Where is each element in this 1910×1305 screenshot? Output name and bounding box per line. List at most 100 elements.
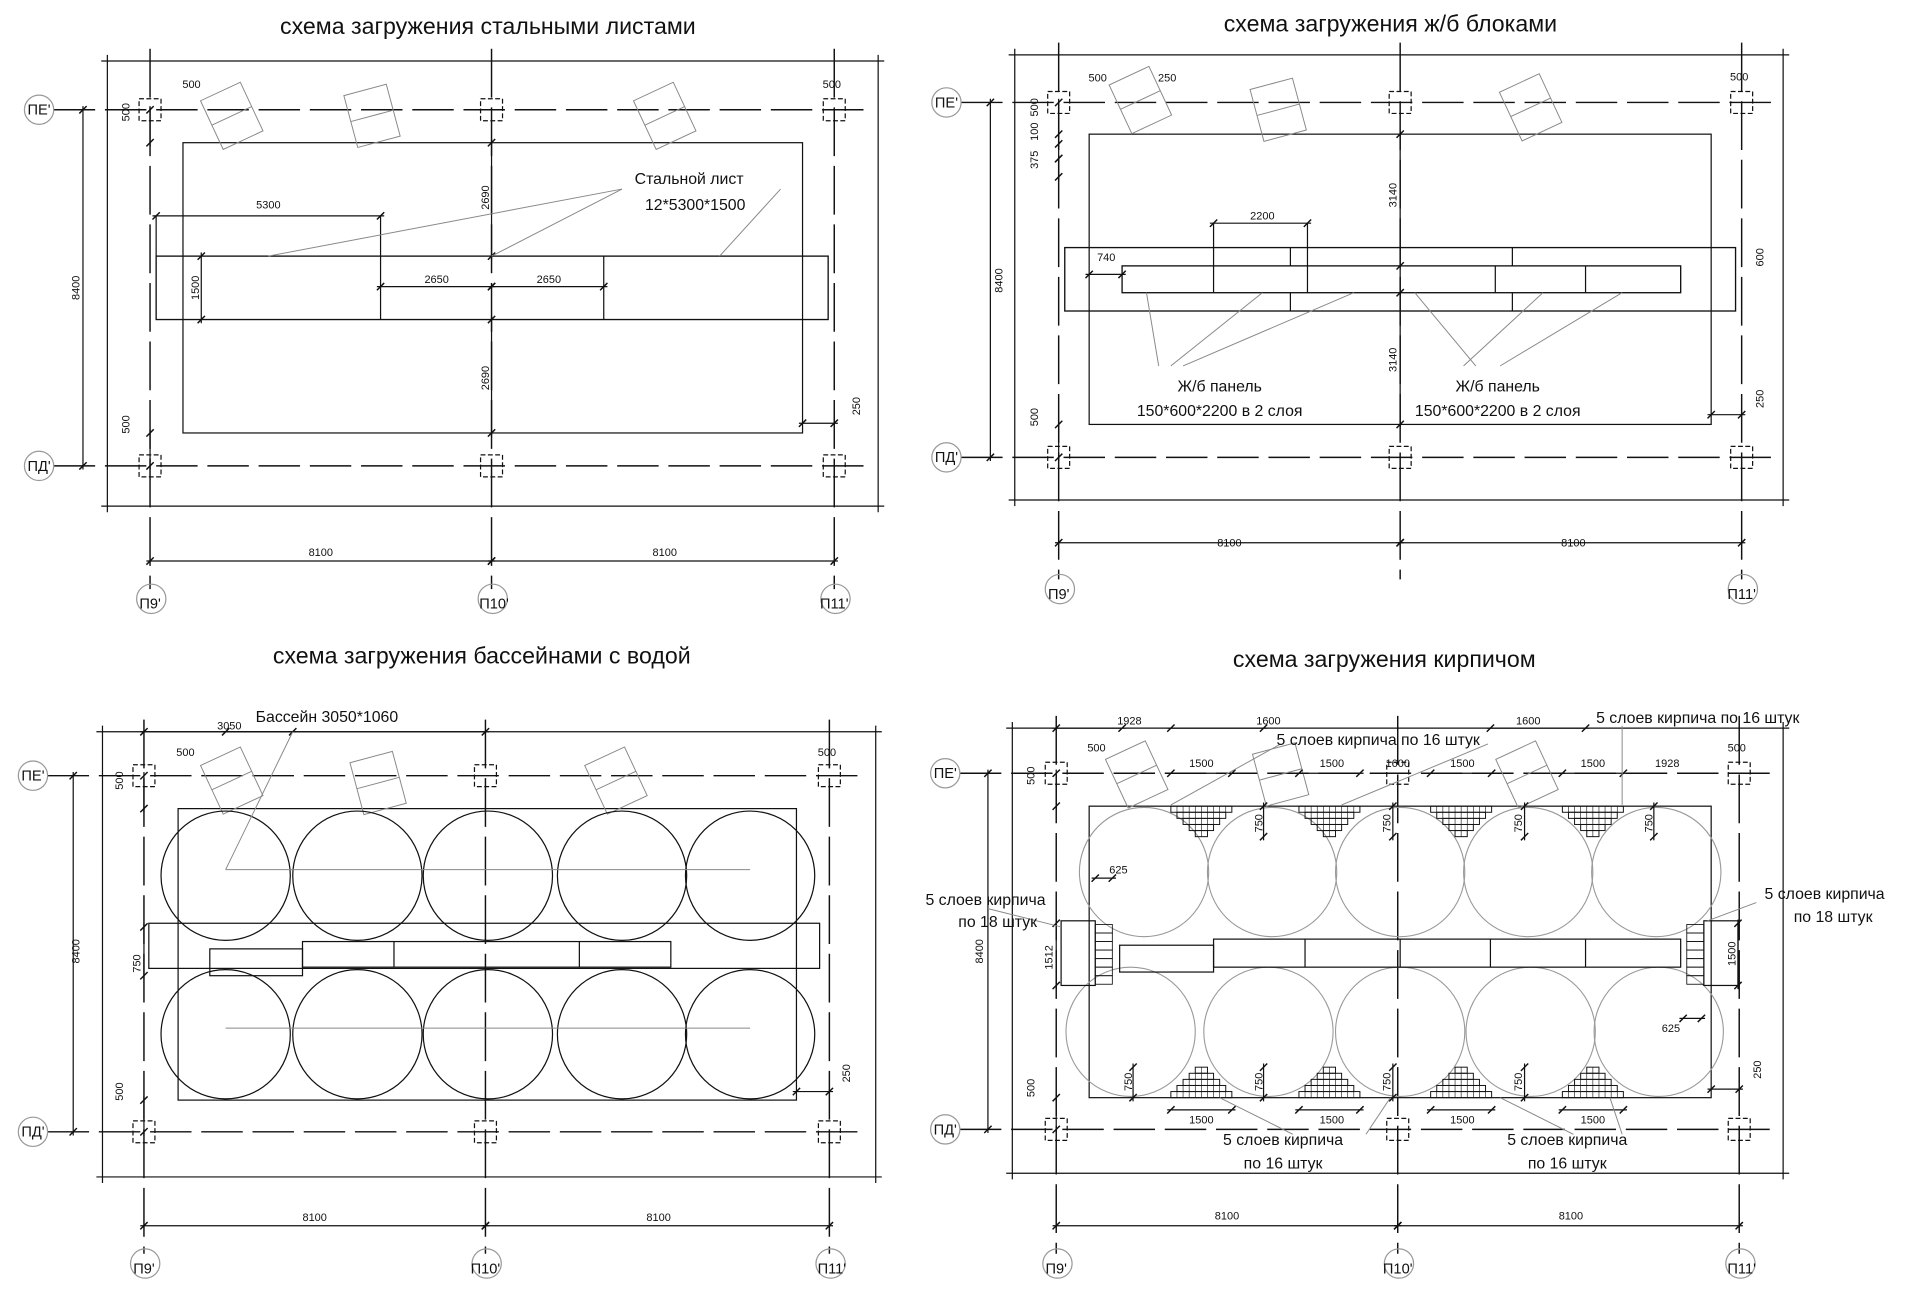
- dim-label: 100: [1029, 123, 1041, 141]
- brick-area-circle: [1206, 806, 1338, 938]
- dim-label: 750: [1253, 814, 1265, 832]
- axis-label-row-bottom: ПД': [27, 459, 50, 475]
- dimension-tick: [1706, 410, 1716, 419]
- axis-label-col: П10': [471, 1261, 501, 1277]
- note-label: 5 слоев кирпича: [1765, 886, 1885, 903]
- survey-marker: [343, 83, 401, 149]
- dim-label: 375: [1029, 151, 1041, 169]
- dimension-tick: [69, 1127, 78, 1136]
- water-pool: [160, 968, 291, 1100]
- dim-label: 750: [1123, 1073, 1135, 1091]
- dimension-tick: [1128, 1062, 1138, 1072]
- axis-label-col: П11': [1727, 1261, 1756, 1277]
- dimension-tick: [487, 282, 496, 291]
- dim-label: 250: [851, 397, 863, 415]
- brick: [1686, 975, 1705, 985]
- dim-label: 1500: [1189, 1114, 1213, 1126]
- rc-panel-inner-row: [1121, 265, 1682, 294]
- dimension-tick: [1227, 769, 1237, 778]
- axis-label-col: П11': [820, 597, 849, 613]
- dimension-tick: [145, 138, 155, 147]
- column-outline: [1388, 90, 1412, 115]
- note-label: 5 слоев кирпича по 16 штук: [1277, 732, 1481, 749]
- dim-label: 750: [1381, 814, 1393, 832]
- axis-bubble: [820, 583, 851, 615]
- axis-label-col: П11': [1727, 587, 1756, 603]
- dimension-tick: [792, 1087, 801, 1096]
- dimension-tick: [1052, 1125, 1061, 1134]
- leader-line: [1609, 1097, 1623, 1135]
- dim-label: 1500: [1189, 758, 1213, 770]
- dimension-tick: [1395, 420, 1405, 429]
- dimension-tick: [1259, 1093, 1268, 1102]
- survey-marker-line: [1259, 768, 1302, 781]
- dim-label: 8100: [646, 1212, 670, 1224]
- dimension-tick: [1735, 1084, 1744, 1094]
- dimension-tick: [1733, 981, 1743, 990]
- axis-label-col: П10': [1383, 1261, 1413, 1277]
- brick-area-circle: [1078, 806, 1210, 938]
- dimension-tick: [1054, 538, 1063, 547]
- column-outline: [473, 764, 498, 788]
- dimension-tick: [1084, 270, 1094, 279]
- column-outline: [1730, 445, 1754, 469]
- dimension-tick: [599, 282, 608, 291]
- dimension-tick: [1388, 1093, 1398, 1102]
- dim-label: 1928: [1117, 715, 1141, 727]
- axis-bubble: [929, 1114, 961, 1145]
- column-outline: [1727, 761, 1751, 785]
- brick: [1686, 932, 1705, 942]
- axis-bubble: [23, 94, 55, 126]
- dimension-tick: [1395, 261, 1405, 271]
- dimension-tick: [197, 315, 206, 324]
- dim-label: 2200: [1250, 211, 1274, 223]
- dim-label: 1600: [1386, 758, 1410, 770]
- survey-marker-line: [595, 770, 637, 791]
- dimension-tick: [1487, 1105, 1496, 1115]
- dim-label: 750: [1253, 1073, 1265, 1091]
- dim-label: 500: [1087, 742, 1105, 754]
- axis-bubble: [477, 583, 509, 615]
- brick-area-circle: [1334, 806, 1466, 938]
- axis-bubble: [23, 450, 55, 482]
- note-label: Ж/б панель: [1456, 378, 1540, 395]
- brick-area-circle: [1465, 966, 1596, 1097]
- dim-label: 750: [1513, 1073, 1525, 1091]
- dimension-tick: [1052, 769, 1061, 778]
- survey-marker-line: [211, 106, 252, 126]
- dim-label: 750: [1381, 1073, 1393, 1091]
- dim-label: 500: [1029, 98, 1041, 116]
- panel-steel-sheets: схема загружения стальными листами ПЕ' П…: [27, 13, 862, 612]
- dim-label: 500: [1730, 71, 1748, 83]
- dimension-tick: [1619, 769, 1628, 778]
- dimension-tick: [1054, 139, 1063, 149]
- axis-label-col: П9': [133, 1261, 155, 1277]
- dimension-tick: [1052, 919, 1061, 928]
- dimension-tick: [1735, 1221, 1744, 1230]
- dimension-tick: [139, 922, 149, 932]
- panel-water-pools: схема загружения бассейнами с водой ПЕ' …: [21, 642, 853, 1277]
- dim-label: 500: [1029, 408, 1041, 426]
- sheet-block: [209, 948, 304, 977]
- dimension-tick: [1395, 538, 1405, 547]
- dimension-tick: [1520, 801, 1529, 811]
- slab-outline: [177, 808, 798, 1101]
- dim-label: 8100: [1559, 1211, 1583, 1223]
- dimension-tick: [1697, 1014, 1706, 1023]
- dim-label: 8400: [70, 939, 82, 963]
- dimension-tick: [1294, 1105, 1304, 1115]
- dimension-tick: [1737, 538, 1746, 547]
- survey-marker-line: [350, 109, 394, 123]
- axis-bubble: [1727, 573, 1759, 605]
- note-label: 5 слоев кирпича по 16 штук: [1596, 710, 1800, 727]
- dimension-tick: [1426, 769, 1435, 778]
- axis-bubble: [1383, 1248, 1415, 1279]
- dim-label: 500: [1025, 1079, 1037, 1097]
- note-label: 5 слоев кирпича: [1223, 1132, 1343, 1149]
- dim-label: 2690: [480, 366, 492, 390]
- dim-label: 500: [120, 415, 132, 433]
- axis-label-row-bottom: ПД': [21, 1125, 44, 1141]
- note-label: 5 слоев кирпича: [925, 892, 1045, 909]
- survey-marker-line: [644, 106, 685, 126]
